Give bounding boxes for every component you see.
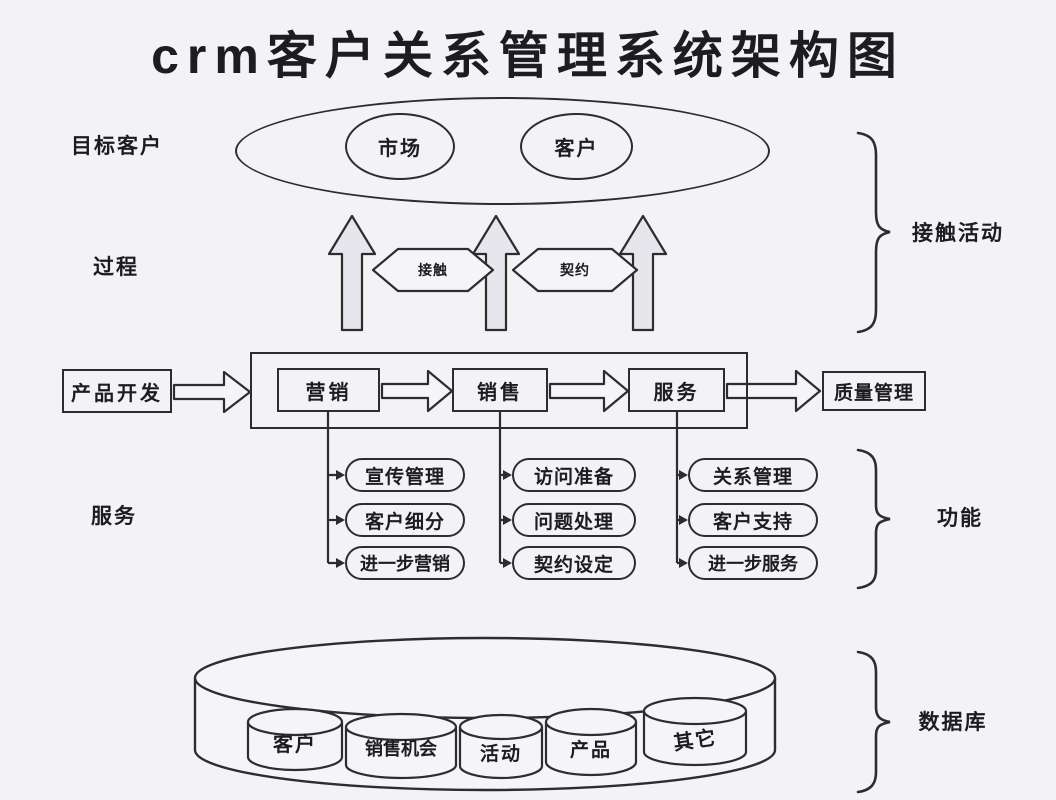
arrow-marketing-to-sales <box>382 371 452 411</box>
market-ellipse: 市场 <box>345 113 455 180</box>
product-dev-box: 产品开发 <box>62 369 172 413</box>
function-service-3: 进一步服务 <box>688 546 818 580</box>
up-arrow-right <box>620 216 666 330</box>
stage-service-box: 服务 <box>628 368 725 412</box>
diagram-title: crm客户关系管理系统架构图 <box>151 28 905 84</box>
connector-sales <box>500 412 504 563</box>
function-marketing-2: 客户细分 <box>345 503 465 537</box>
store-other-top <box>644 698 746 724</box>
store-opportunity-label: 销售机会 <box>365 739 437 759</box>
arrowhead-marketing-1 <box>336 470 345 480</box>
store-customer-label: 客户 <box>273 733 317 756</box>
store-product-label: 产品 <box>569 739 612 761</box>
arrowhead-sales-3 <box>503 558 512 568</box>
arrowhead-service-3 <box>679 558 688 568</box>
function-service-2: 客户支持 <box>688 503 818 537</box>
arrowhead-marketing-3 <box>336 558 345 568</box>
function-service-1: 关系管理 <box>688 458 818 492</box>
store-product-top <box>546 709 636 735</box>
connector-service <box>677 412 680 563</box>
arrowhead-sales-1 <box>503 470 512 480</box>
hexagon-contact-label: 接触 <box>418 264 448 279</box>
quality-management-box: 质量管理 <box>822 371 926 411</box>
chain-container-box <box>250 352 748 429</box>
connector-marketing <box>328 412 337 563</box>
store-other-body <box>644 711 746 765</box>
arrow-chain-to-quality <box>727 371 820 411</box>
brace-label-contact-activities: 接触活动 <box>912 221 1004 245</box>
hexagon-contract <box>513 249 637 291</box>
arrow-sales-to-service <box>550 371 628 411</box>
store-product-body <box>546 722 636 775</box>
label-process: 过程 <box>93 255 139 279</box>
store-activity-label: 活动 <box>479 743 522 765</box>
arrowhead-service-1 <box>679 470 688 480</box>
target-group-ellipse <box>235 97 770 205</box>
store-activity-top <box>460 715 542 739</box>
arrowhead-marketing-2 <box>336 515 345 525</box>
function-sales-2: 问题处理 <box>512 503 636 537</box>
brace-label-functions: 功能 <box>937 506 983 530</box>
brace-functions <box>858 450 890 588</box>
hexagon-contract-label: 契约 <box>560 264 590 279</box>
store-activity-body <box>460 727 542 778</box>
label-target-customers: 目标客户 <box>71 134 163 158</box>
up-arrow-left <box>329 216 375 330</box>
function-marketing-1: 宣传管理 <box>345 458 465 492</box>
function-sales-1: 访问准备 <box>512 458 636 492</box>
arrowhead-service-2 <box>679 515 688 525</box>
arrow-input-to-chain <box>174 372 250 412</box>
hexagon-contact <box>373 249 493 291</box>
stage-marketing-box: 营销 <box>277 368 380 412</box>
function-sales-3: 契约设定 <box>512 546 636 580</box>
up-arrow-middle <box>473 216 519 330</box>
brace-contact-activities <box>858 133 890 332</box>
brace-label-database: 数据库 <box>918 710 988 734</box>
label-service: 服务 <box>91 504 137 528</box>
brace-database <box>858 652 890 792</box>
stage-sales-box: 销售 <box>452 368 548 412</box>
store-opportunity-top <box>346 714 456 740</box>
store-customer-top <box>248 709 342 735</box>
arrowhead-sales-2 <box>503 515 512 525</box>
store-opportunity-body <box>346 727 456 778</box>
customer-ellipse: 客户 <box>520 113 633 180</box>
function-marketing-3: 进一步营销 <box>345 546 465 580</box>
